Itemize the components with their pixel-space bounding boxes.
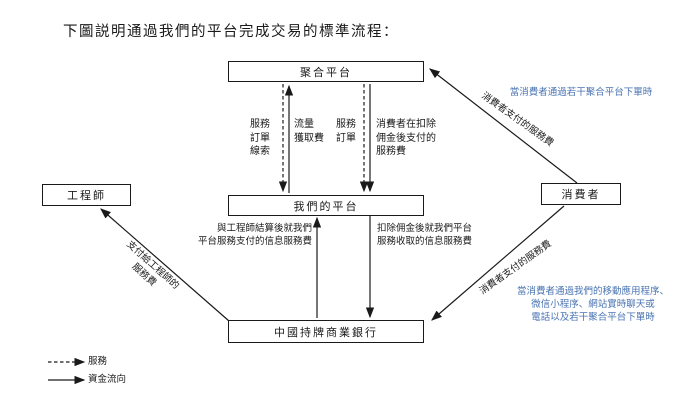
box-our-platform-label: 我們的平台 xyxy=(293,200,359,213)
arrow-consumer-to-bank xyxy=(431,205,565,321)
arrow-engineer-fee xyxy=(100,208,230,322)
box-consumer-label: 消費者 xyxy=(561,189,601,201)
arrow-consumer-to-aggregator xyxy=(429,68,578,184)
label-service-order: 服務 訂單 xyxy=(336,119,356,144)
legend-solid-label: 資金流向 xyxy=(88,375,127,385)
box-bank: 中國持牌商業銀行 xyxy=(228,320,424,343)
note-order-via-aggregator: 當消費者通過若干聚合平台下單時 xyxy=(509,88,653,98)
box-engineer-label: 工程師 xyxy=(67,190,106,202)
label-traffic-acquisition-fee: 流量 獲取費 xyxy=(294,119,324,144)
box-bank-label: 中國持牌商業銀行 xyxy=(274,326,378,339)
box-engineer: 工程師 xyxy=(42,184,131,206)
label-consumer-fee-after-commission: 消費者在扣除 佣金後支付的 服務費 xyxy=(376,119,436,157)
note-order-via-our-channels: 當消費者通過我們的移動應用程序、 微信小程序、網站實時聊天或 電話以及若干聚合平… xyxy=(516,287,669,323)
box-aggregator-platform: 聚合平台 xyxy=(228,61,424,82)
label-service-order-leads: 服務 訂單 線索 xyxy=(250,119,270,157)
box-aggregator-platform-label: 聚合平台 xyxy=(300,66,352,79)
label-info-fee-collected: 扣除佣金後就我們平台 服務收取的信息服務費 xyxy=(377,224,473,247)
legend-dashed-label: 服務 xyxy=(88,357,108,367)
box-consumer: 消費者 xyxy=(541,183,621,205)
diagram-title: 下圖説明通過我們的平台完成交易的標準流程： xyxy=(63,24,399,40)
box-our-platform: 我們的平台 xyxy=(228,195,424,216)
label-info-fee-paid-engineers: 與工程師結算後就我們 平台服務支付的信息服務費 xyxy=(197,224,312,247)
